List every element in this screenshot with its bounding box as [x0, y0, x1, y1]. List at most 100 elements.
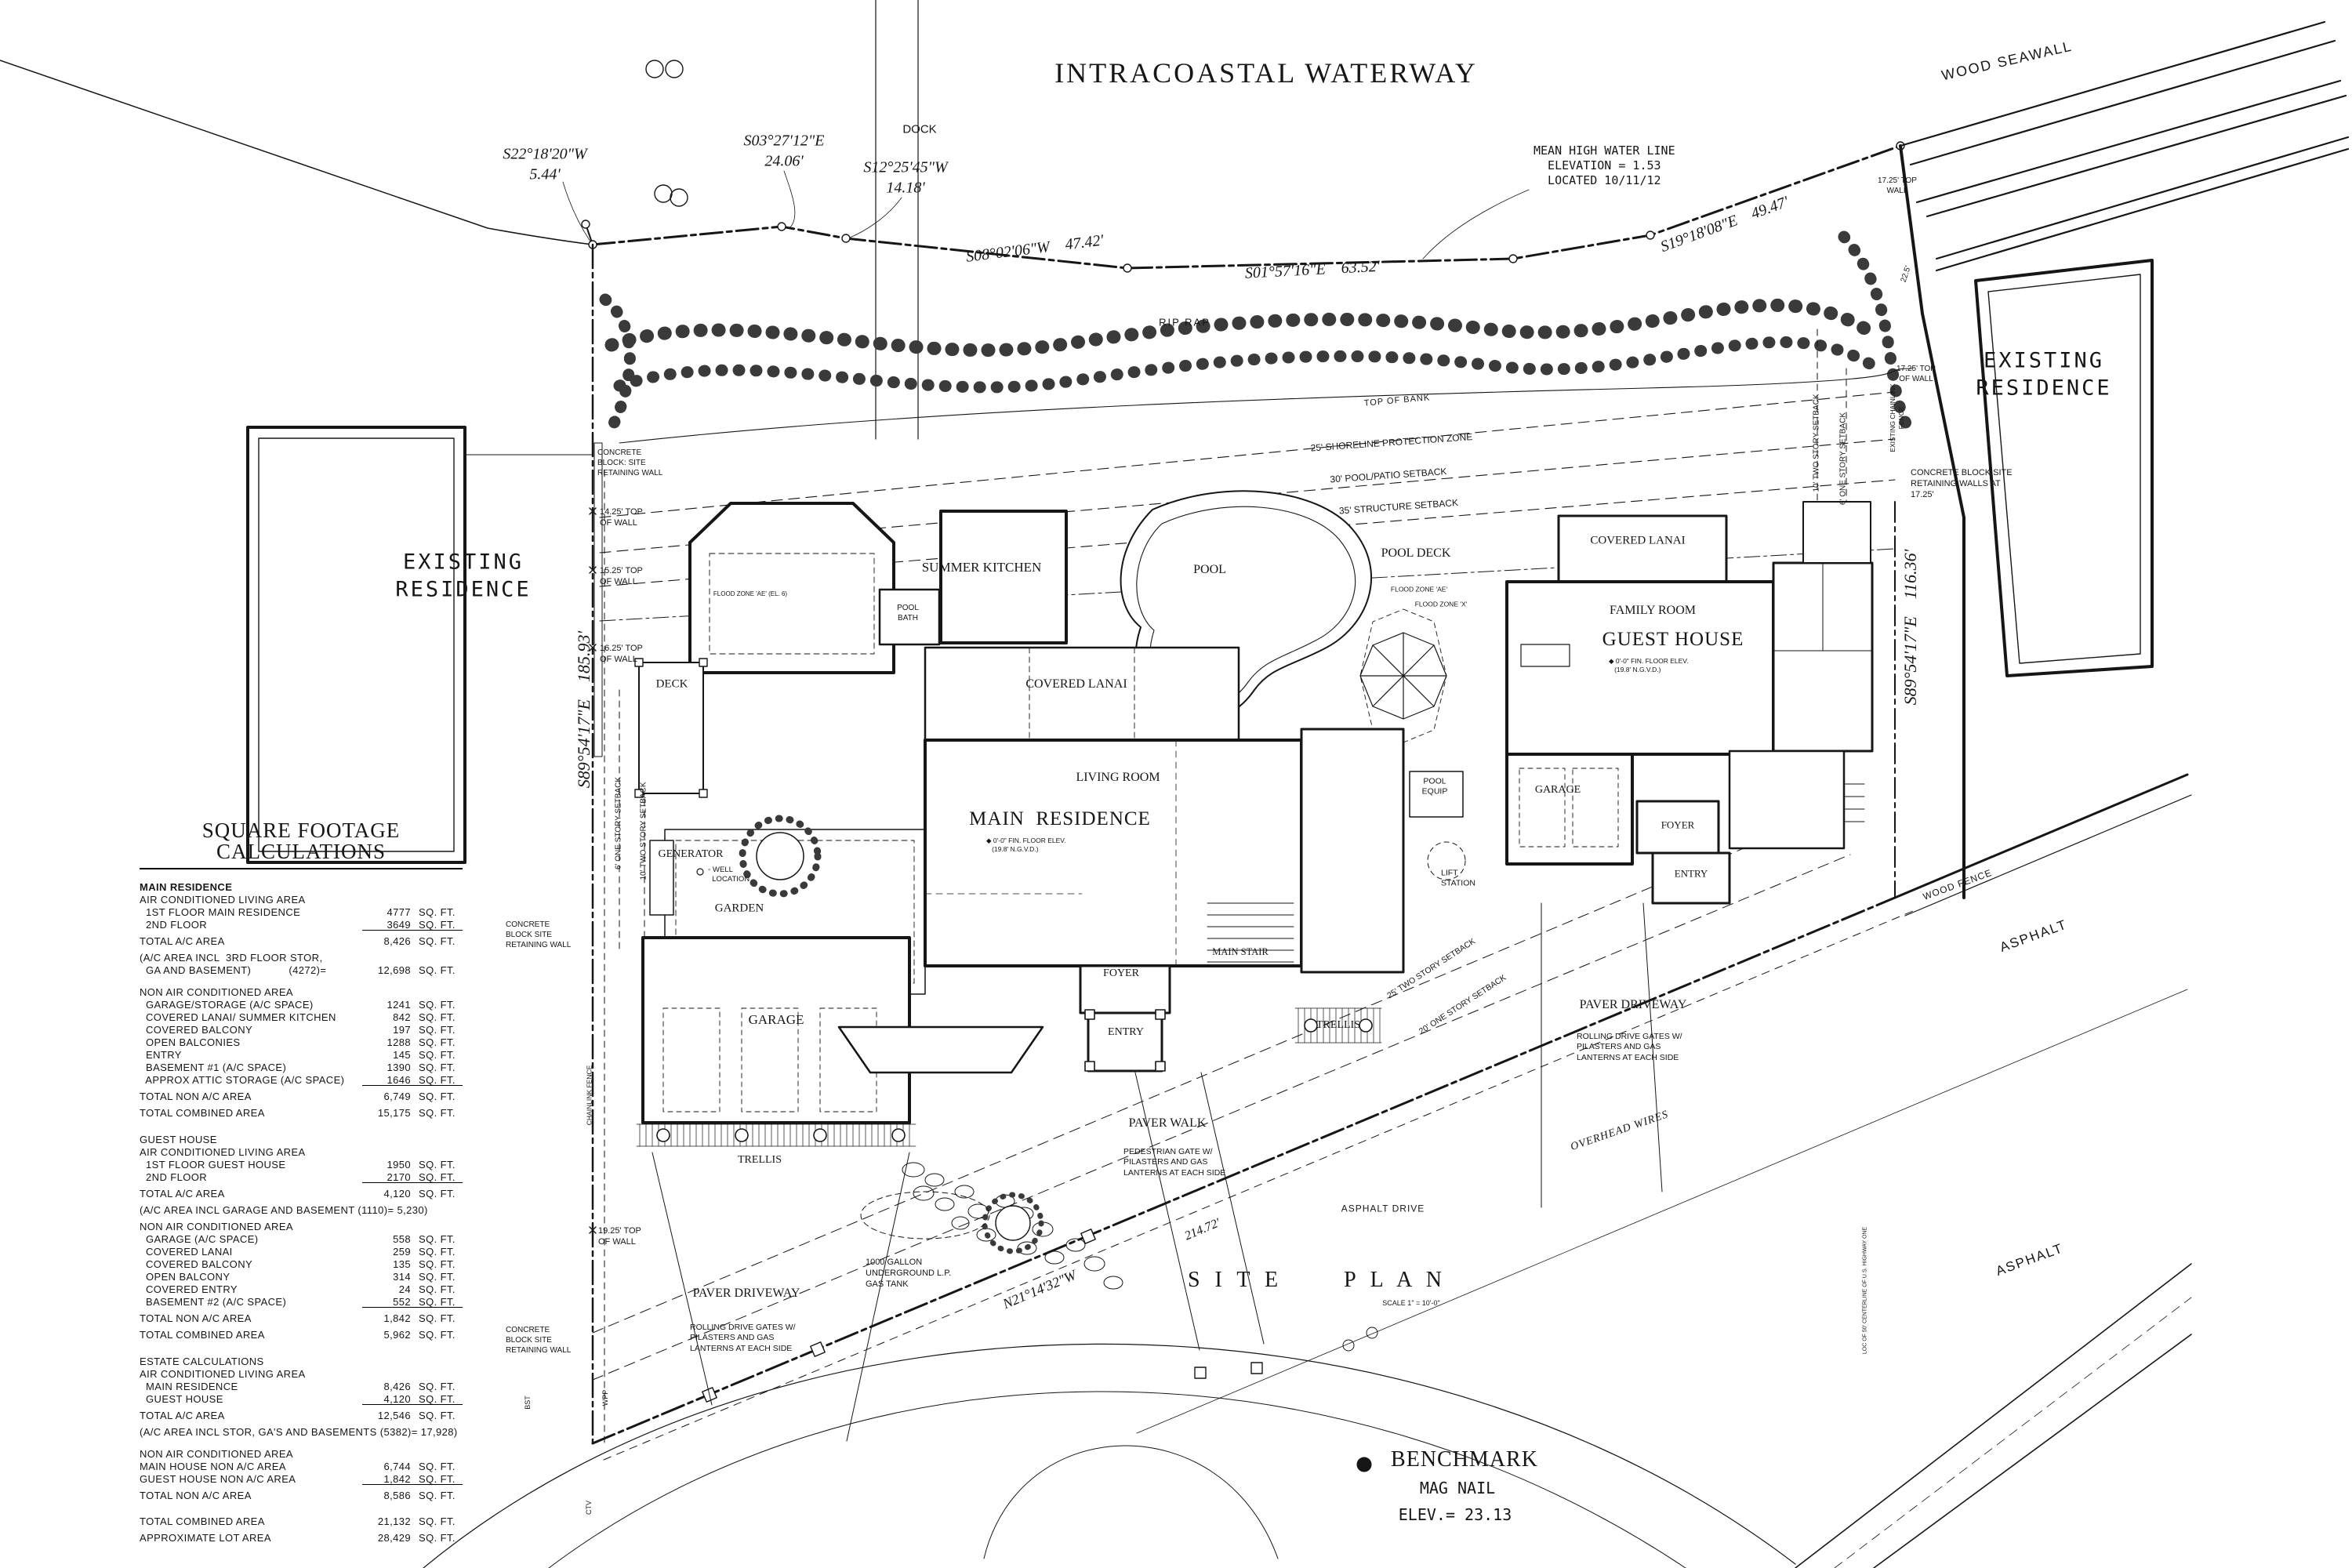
- row-value: 15,175: [377, 1107, 411, 1119]
- row-label: NON AIR CONDITIONED AREA: [140, 1448, 293, 1460]
- room-deck: DECK: [655, 677, 688, 691]
- table-row-guest-house-5: (A/C AREA INCL GARAGE AND BASEMENT (1110…: [140, 1205, 463, 1218]
- row-label: 2ND FLOOR: [140, 919, 208, 931]
- wall-17-25-top: 17.25' TOP WALL: [1878, 176, 1917, 195]
- row-value: 1288: [387, 1036, 411, 1048]
- row-unit: SQ. FT.: [419, 1490, 456, 1501]
- square-footage-title: SQUARE FOOTAGE CALCULATIONS: [140, 820, 463, 869]
- concrete-wall-note-right: CONCRETE BLOCK SITE RETAINING WALLS AT 1…: [1911, 467, 2013, 500]
- row-value: 842: [393, 1011, 411, 1023]
- row-value: 552: [362, 1297, 411, 1308]
- row-label: AIR CONDITIONED LIVING AREA: [140, 1146, 306, 1158]
- row-label: OPEN BALCONIES: [140, 1036, 241, 1048]
- row-label: NON AIR CONDITIONED AREA: [140, 986, 293, 998]
- setback-10-two-story-left: 10' TWO STORY SETBACK: [639, 782, 648, 880]
- row-unit: SQ. FT.: [419, 1381, 456, 1392]
- room-living-room: LIVING ROOM: [1076, 770, 1160, 784]
- row-unit: SQ. FT.: [419, 964, 456, 976]
- row-value: 4777: [387, 906, 411, 918]
- row-label: AIR CONDITIONED LIVING AREA: [140, 1368, 306, 1380]
- row-value: 4,120: [362, 1394, 411, 1405]
- table-row-estate-calculations-0: ESTATE CALCULATIONS: [140, 1356, 463, 1369]
- row-label: TOTAL COMBINED AREA: [140, 1107, 265, 1119]
- row-value: 1390: [387, 1062, 411, 1073]
- row-label: GA AND BASEMENT) (4272)=: [140, 964, 327, 976]
- row-label: GUEST HOUSE: [140, 1134, 217, 1145]
- row-label: TOTAL COMBINED AREA: [140, 1329, 265, 1341]
- row-unit: SQ. FT.: [411, 1297, 463, 1308]
- table-row-main-residence-5: (A/C AREA INCL 3RD FLOOR STOR,: [140, 953, 463, 965]
- site-plan-title: S I T E P L A N: [1187, 1268, 1447, 1293]
- row-label: MAIN RESIDENCE: [140, 881, 233, 893]
- room-generator: GENERATOR: [658, 848, 724, 861]
- mean-high-water-note: MEAN HIGH WATER LINE ELEVATION = 1.53 LO…: [1534, 143, 1675, 188]
- row-value: 1646: [362, 1075, 411, 1086]
- room-foyer-guest: FOYER: [1661, 818, 1695, 831]
- row-label: (A/C AREA INCL 3RD FLOOR STOR,: [140, 952, 323, 964]
- pedestrian-gate-note: PEDESTRIAN GATE W/ PILASTERS AND GAS LAN…: [1123, 1146, 1226, 1178]
- wall-19-25: 19.25' TOP OF WALL: [598, 1225, 641, 1247]
- row-value: 3649: [362, 920, 411, 931]
- row-value: 12,546: [377, 1410, 411, 1421]
- benchmark-title: BENCHMARK: [1391, 1447, 1538, 1472]
- row-label: TOTAL A/C AREA: [140, 1410, 225, 1421]
- row-label: COVERED ENTRY: [140, 1283, 238, 1295]
- wall-16-25: 16.25' TOP OF WALL: [600, 643, 643, 664]
- flood-zone-x: FLOOD ZONE 'X': [1414, 600, 1468, 608]
- row-unit: SQ. FT.: [419, 1036, 456, 1048]
- bearing-right-116: S89°54'17"E 116.36': [1900, 549, 1920, 706]
- table-row-estate-calculations-5: (A/C AREA INCL STOR, GA'S AND BASEMENTS …: [140, 1427, 463, 1439]
- row-unit: SQ. FT.: [419, 906, 456, 918]
- bearing-s22: S22°18'20"W 5.44': [503, 145, 587, 183]
- concrete-wall-note-left-top: CONCRETE BLOCK: SITE RETAINING WALL: [597, 448, 663, 477]
- row-value: 6,749: [383, 1091, 411, 1102]
- row-value: 135: [393, 1258, 411, 1270]
- table-row-main-residence-0: MAIN RESIDENCE: [140, 882, 463, 895]
- row-label: APPROX ATTIC STORAGE (A/C SPACE): [140, 1074, 345, 1086]
- room-pool: POOL: [1193, 562, 1226, 576]
- row-label: TOTAL A/C AREA: [140, 1188, 225, 1200]
- row-unit: SQ. FT.: [419, 935, 456, 947]
- chainlink-fence-left: CHAINLINK FENCE: [585, 1065, 593, 1126]
- room-trellis-right: TRELLIS: [1316, 1019, 1360, 1032]
- row-value: 2170: [362, 1172, 411, 1183]
- row-unit: SQ. FT.: [419, 1329, 456, 1341]
- row-value: 5,962: [383, 1329, 411, 1341]
- row-label: COVERED LANAI/ SUMMER KITCHEN: [140, 1011, 336, 1023]
- row-label: COVERED LANAI: [140, 1246, 233, 1258]
- benchmark-mag-nail: MAG NAIL: [1419, 1479, 1496, 1498]
- room-entry-guest: ENTRY: [1674, 867, 1708, 880]
- wall-14-25: 14.25' TOP OF WALL: [600, 506, 643, 528]
- lift-station-label: LIFT STATION: [1441, 868, 1475, 888]
- flood-zone-ae-el6: FLOOD ZONE 'AE' (EL. 6): [713, 590, 788, 597]
- room-trellis-left: TRELLIS: [738, 1154, 782, 1167]
- row-value: 1950: [387, 1159, 411, 1171]
- existing-residence-left: EXISTING RESIDENCE: [395, 550, 532, 601]
- room-pool-bath: POOL BATH: [897, 604, 919, 622]
- row-label: 2ND FLOOR: [140, 1171, 208, 1183]
- row-unit: SQ. FT.: [411, 920, 463, 931]
- setback-6-one-story-right: 6' ONE STORY SETBACK: [1838, 412, 1848, 506]
- row-label: MAIN HOUSE NON A/C AREA: [140, 1461, 286, 1472]
- paver-walk-label: PAVER WALK: [1128, 1116, 1207, 1130]
- wall-15-25: 15.25' TOP OF WALL: [600, 565, 643, 586]
- row-unit: SQ. FT.: [419, 1188, 456, 1200]
- row-label: AIR CONDITIONED LIVING AREA: [140, 894, 306, 906]
- row-label: NON AIR CONDITIONED AREA: [140, 1221, 293, 1232]
- row-label: GARAGE (A/C SPACE): [140, 1233, 259, 1245]
- row-label: APPROXIMATE LOT AREA: [140, 1532, 271, 1544]
